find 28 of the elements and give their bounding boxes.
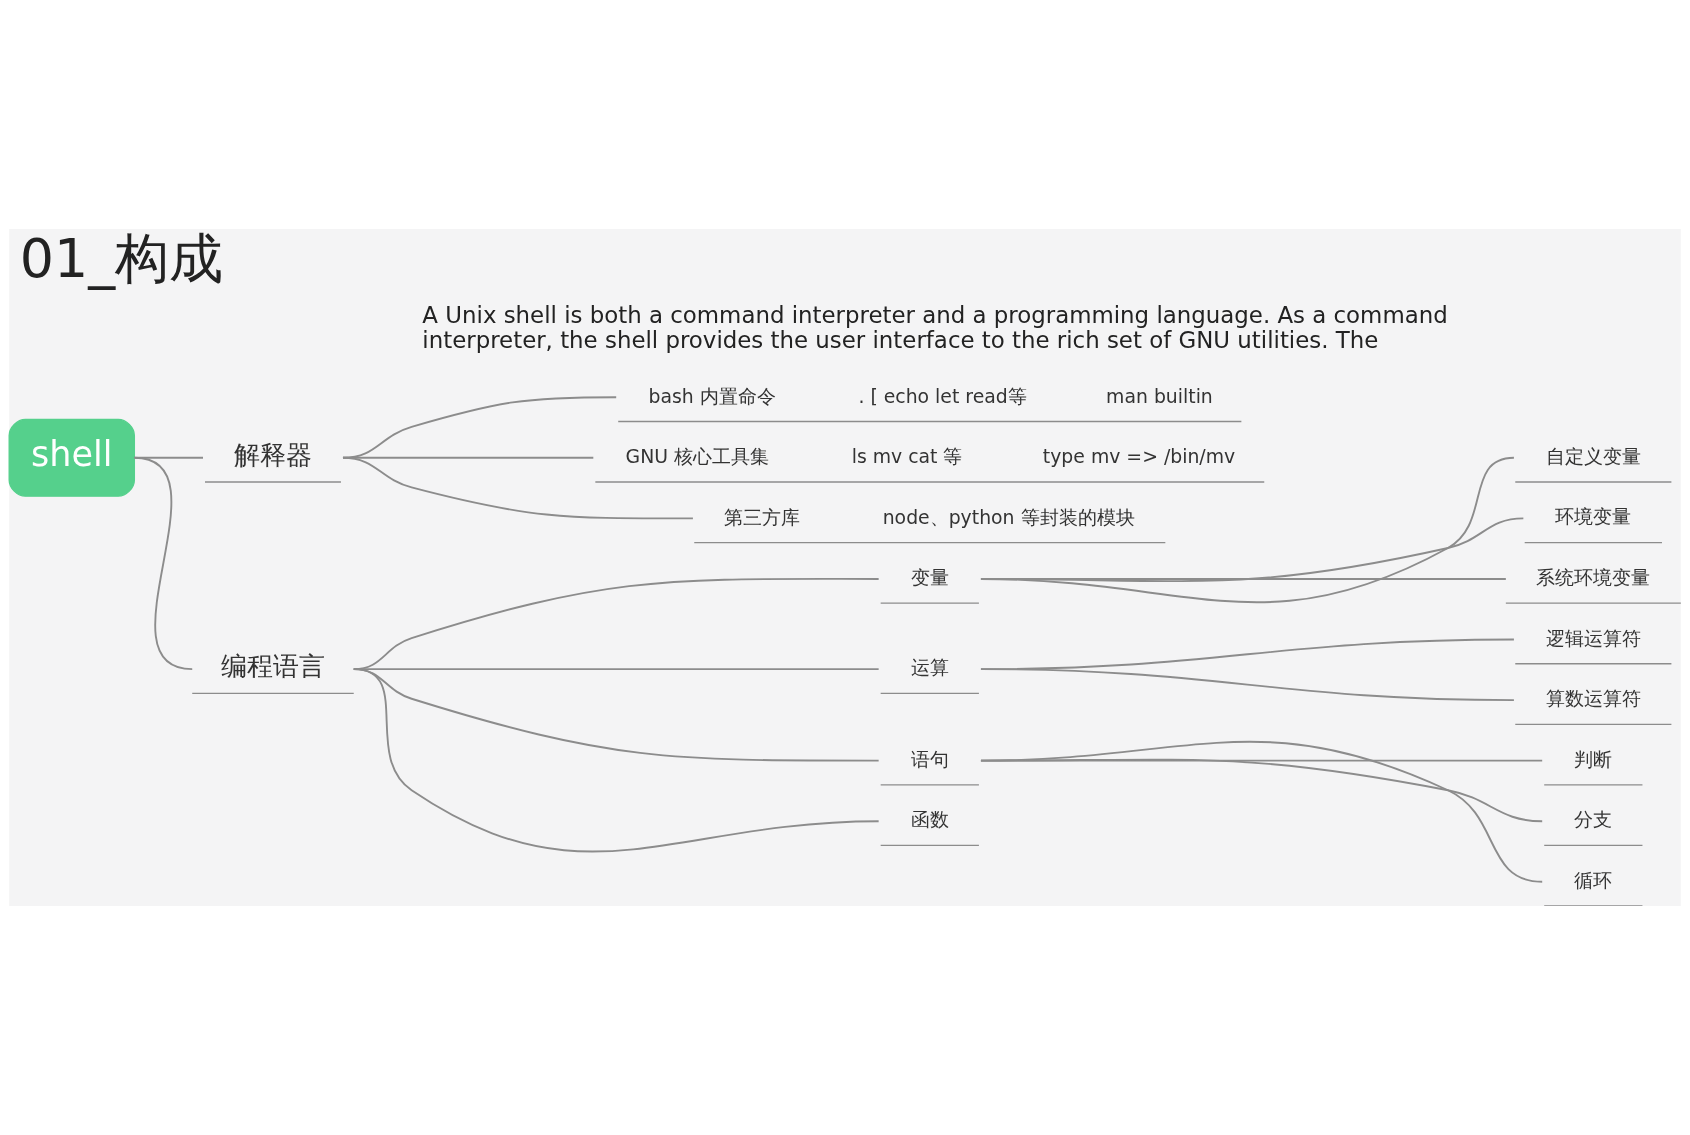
- node-box: shell: [8, 418, 136, 497]
- node-text: bash 内置命令 . [ echo let read等 man builtin: [648, 385, 1213, 407]
- connector: [980, 740, 1544, 883]
- node-text: 算数运算符: [1545, 688, 1641, 710]
- diagram-title: 01_构成: [19, 227, 224, 291]
- node-text: 运算: [910, 657, 949, 679]
- connector: [342, 456, 694, 520]
- node-text: 变量: [910, 566, 949, 588]
- node-text: 逻辑运算符: [1545, 627, 1641, 649]
- node-text: 第三方库 node、python 等封装的模块: [723, 507, 1135, 529]
- node-text: 环境变量: [1555, 506, 1632, 528]
- node-text: 系统环境变量: [1536, 566, 1651, 588]
- node-text: 循环: [1574, 869, 1613, 891]
- node-text: 编程语言: [220, 651, 325, 682]
- node-text: 判断: [1574, 748, 1613, 770]
- connector: [980, 578, 1507, 580]
- connector: [980, 456, 1515, 604]
- label: A Unix shell is both a command interpreter and a programming language. As a command interpreter, the shell provides the user interface to the rich set of GNU utilities. The: [422, 301, 1448, 354]
- connector: [133, 456, 194, 671]
- node-text: 解释器: [233, 440, 312, 471]
- connector: [352, 668, 880, 853]
- node-text: GNU 核心工具集 ls mv cat 等 type mv => /bin/mv: [625, 446, 1236, 468]
- node-text: 自定义变量: [1545, 445, 1641, 467]
- connector: [980, 517, 1525, 583]
- node-text: 语句: [910, 748, 949, 770]
- connector: [980, 668, 1515, 701]
- node-text: 函数: [910, 809, 949, 831]
- node-text: 分支: [1574, 809, 1613, 831]
